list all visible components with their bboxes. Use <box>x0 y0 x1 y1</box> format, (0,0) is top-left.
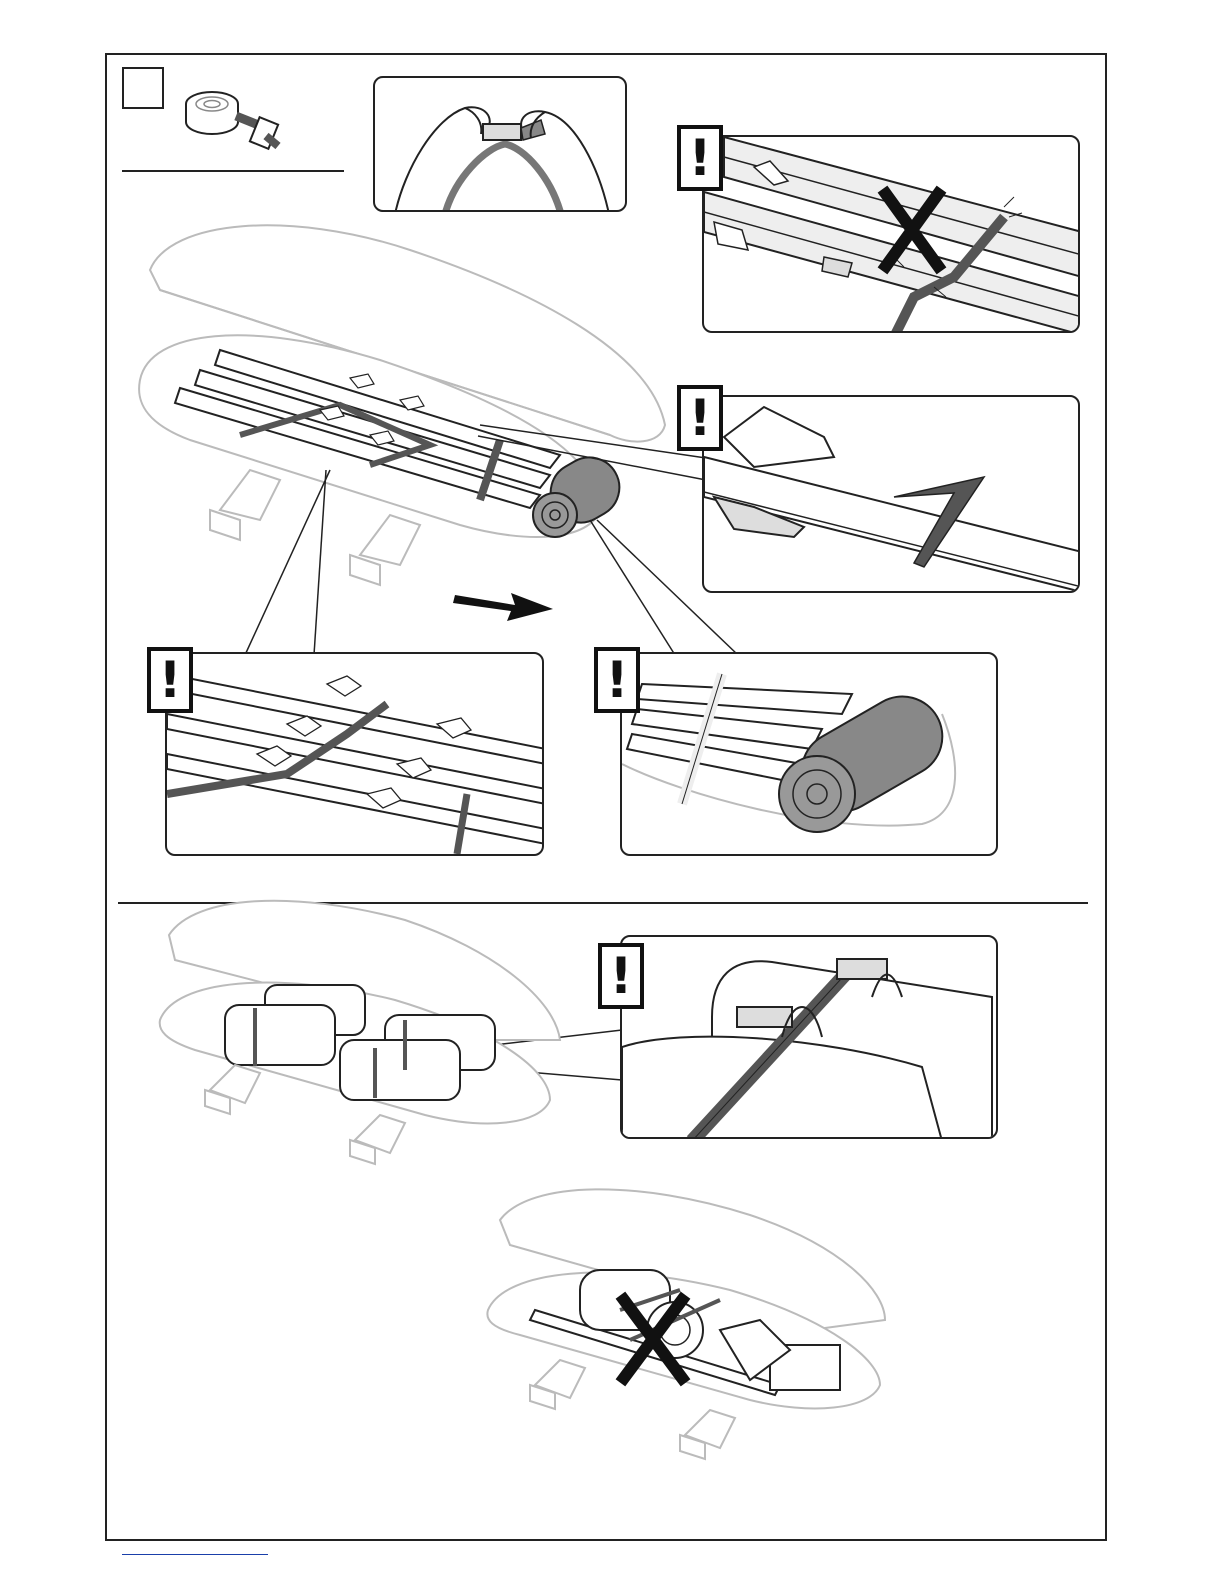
straps-across-multiple-skis <box>165 652 544 856</box>
bags-strap-illustration <box>622 937 998 1139</box>
warning-icon: ! <box>147 647 193 713</box>
skis-strapped-illustration <box>167 654 544 856</box>
bags-strapped-closeup <box>620 935 998 1139</box>
rolled-mat-strapped-beside-skis <box>620 652 998 856</box>
roof-box-with-bags-illustration <box>155 890 575 1210</box>
strap-around-ski-at-binding <box>702 395 1080 593</box>
warning-icon: ! <box>677 385 723 451</box>
mat-and-skis-illustration <box>622 654 998 856</box>
warning-icon: ! <box>598 943 644 1009</box>
warning-icon: ! <box>677 125 723 191</box>
warning-icon: ! <box>594 647 640 713</box>
ski-binding-strap-illustration <box>704 397 1080 593</box>
mixed-load-prohibited <box>480 1180 900 1500</box>
footer-rule <box>122 1554 268 1555</box>
prohibited-x-icon <box>618 1296 688 1382</box>
